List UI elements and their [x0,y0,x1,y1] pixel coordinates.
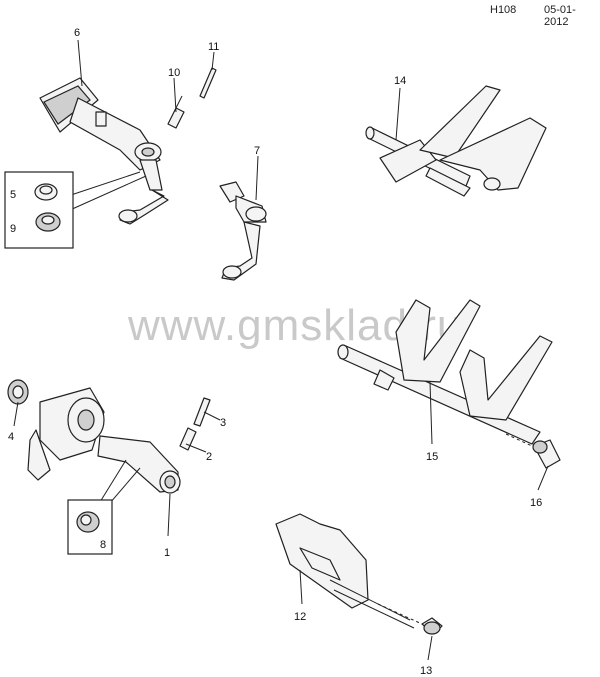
part-11-pin [199,67,217,99]
part-1-selector-assembly [27,387,181,494]
leader-11 [211,51,215,71]
diagram-code: H108 [490,4,517,16]
leader-12 [299,569,303,605]
detail-box-5-9 [4,171,74,249]
callout-8: 8 [100,539,106,551]
part-8-bushing [76,511,100,533]
leader-3 [203,411,221,421]
leader-15 [429,381,433,445]
part-2-pin [179,427,197,451]
part-9-bearing [35,212,61,232]
callout-12: 12 [294,611,306,623]
part-10-pin [167,95,185,129]
leader-1 [167,493,171,537]
callout-3: 3 [220,417,226,429]
leader-14 [395,87,401,141]
dashed-13 [377,603,423,625]
callout-11: 11 [208,41,219,53]
part-5-bushing [34,183,58,201]
part-3-pin [193,397,211,427]
callout-5: 5 [10,189,16,201]
part-13-bolt [421,617,443,635]
callout-1: 1 [164,547,170,559]
leader-1-box [99,459,127,503]
part-4-bushing [7,379,29,405]
callout-7: 7 [254,145,260,157]
leader-4 [13,401,19,427]
part-12-bracket [275,513,415,629]
part-16-sleeve [532,439,561,469]
dashed-16 [505,433,533,447]
callout-14: 14 [394,75,406,87]
leader-13 [427,635,433,661]
part-6-shift-lever [39,77,169,225]
callout-9: 9 [10,223,16,235]
callout-10: 10 [168,67,180,79]
leader-16 [537,465,549,491]
callout-16: 16 [530,497,542,509]
callout-13: 13 [420,665,432,677]
part-14-shift-fork [365,85,547,197]
callout-4: 4 [8,431,14,443]
leader-6 [77,39,83,87]
leader-6-box-2 [69,175,147,211]
part-7-lever [219,181,267,281]
part-15-fork-rod-assembly [337,299,553,445]
diagram-date: 05-01-2012 [544,4,576,28]
leader-6-box [67,171,141,197]
leader-2 [185,443,207,453]
leader-10 [173,77,177,113]
leader-7 [255,155,259,201]
callout-15: 15 [426,451,438,463]
callout-2: 2 [206,451,212,463]
callout-6: 6 [74,27,80,39]
